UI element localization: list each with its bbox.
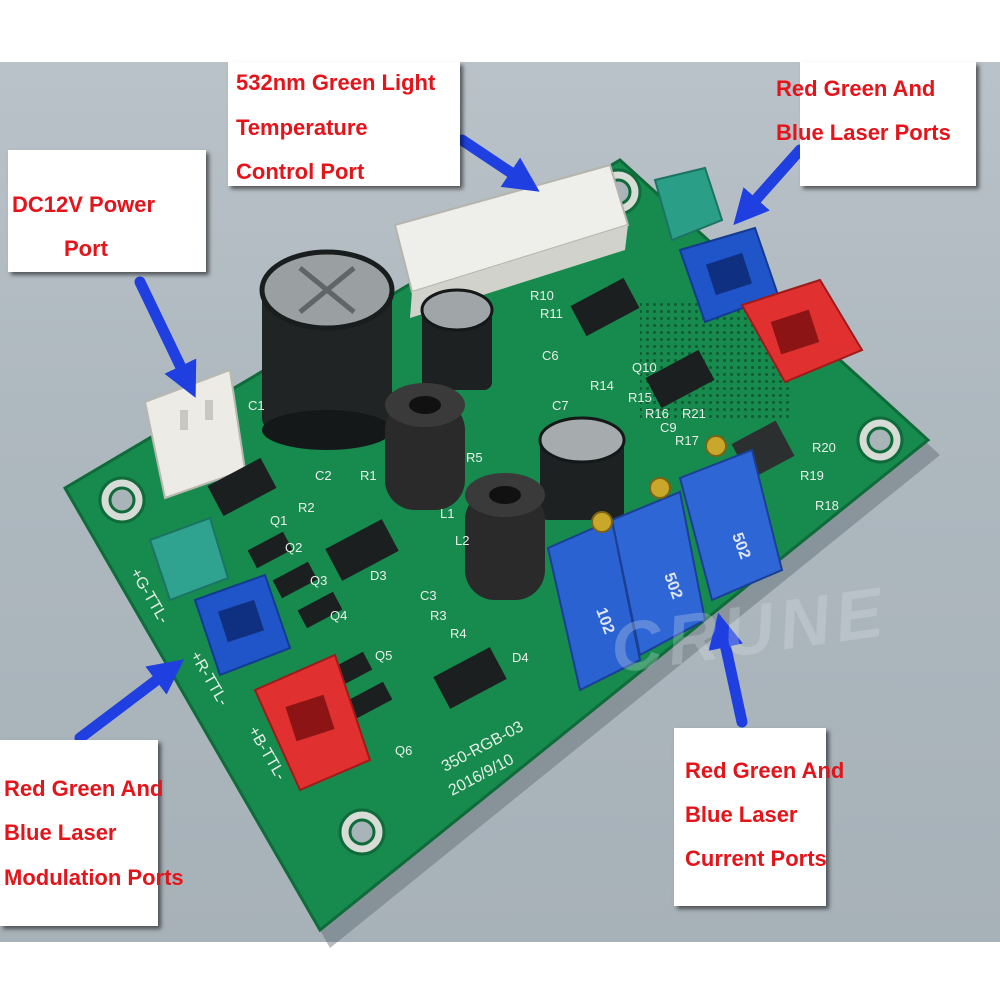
callout-current-line-3: Current Ports bbox=[685, 846, 827, 871]
arrows bbox=[74, 134, 806, 744]
refdes-r11: R11 bbox=[540, 306, 563, 321]
arrow-modulation-ports bbox=[74, 659, 185, 744]
refdes-q3: Q3 bbox=[310, 573, 327, 588]
arrow-power-port bbox=[134, 276, 197, 398]
inductor-l2 bbox=[465, 473, 545, 600]
refdes-labels: C1 Q1 Q2 Q3 Q4 Q5 Q6 C2 C3 R1 R2 R3 R4 R… bbox=[248, 288, 839, 758]
callout-modulation-ports: Red Green And Blue Laser Modulation Port… bbox=[0, 740, 184, 926]
refdes-c9: C9 bbox=[660, 420, 677, 435]
refdes-r16: R16 bbox=[645, 406, 669, 421]
refdes-r18: R18 bbox=[815, 498, 839, 513]
refdes-c1: C1 bbox=[248, 398, 265, 413]
red-connectors bbox=[253, 278, 864, 792]
callout-modulation-line-2: Blue Laser bbox=[4, 820, 117, 845]
refdes-q6: Q6 bbox=[395, 743, 412, 758]
refdes-q2: Q2 bbox=[285, 540, 302, 555]
refdes-c2: C2 bbox=[315, 468, 332, 483]
callout-temp-line-3: Control Port bbox=[236, 159, 365, 184]
refdes-r19: R19 bbox=[800, 468, 824, 483]
refdes-q5: Q5 bbox=[375, 648, 392, 663]
inductor-l1 bbox=[385, 383, 465, 510]
small-capacitor-1 bbox=[420, 288, 494, 390]
refdes-r5: R5 bbox=[466, 450, 483, 465]
refdes-r4: R4 bbox=[450, 626, 467, 641]
refdes-c6: C6 bbox=[542, 348, 559, 363]
refdes-l2: L2 bbox=[455, 533, 469, 548]
refdes-c3: C3 bbox=[420, 588, 437, 603]
callout-temp-port: 532nm Green Light Temperature Control Po… bbox=[228, 62, 460, 186]
green-connectors bbox=[148, 166, 724, 602]
trimmer-potentiometers bbox=[546, 435, 784, 692]
blue-connectors bbox=[193, 226, 780, 677]
refdes-r3: R3 bbox=[430, 608, 447, 623]
refdes-q4: Q4 bbox=[330, 608, 347, 623]
refdes-d3: D3 bbox=[370, 568, 387, 583]
callout-power-line-2: Port bbox=[64, 236, 108, 261]
small-capacitor-2 bbox=[538, 416, 626, 520]
callout-temp-line-2: Temperature bbox=[236, 115, 368, 140]
large-capacitor bbox=[259, 249, 395, 450]
callout-laser-ports: Red Green And Blue Laser Ports bbox=[776, 62, 976, 186]
refdes-l1: L1 bbox=[440, 506, 454, 521]
callout-power-line-1: DC12V Power bbox=[12, 192, 156, 217]
refdes-r2: R2 bbox=[298, 500, 315, 515]
callout-laser-line-2: Blue Laser Ports bbox=[776, 120, 951, 145]
refdes-q10: Q10 bbox=[632, 360, 657, 375]
callout-power-port: DC12V Power Port bbox=[8, 150, 206, 272]
refdes-c7: C7 bbox=[552, 398, 569, 413]
refdes-r14: R14 bbox=[590, 378, 614, 393]
callout-modulation-line-3: Modulation Ports bbox=[4, 865, 184, 890]
refdes-r10: R10 bbox=[530, 288, 554, 303]
refdes-r1: R1 bbox=[360, 468, 377, 483]
arrow-laser-ports bbox=[733, 144, 806, 226]
callout-current-ports: Red Green And Blue Laser Current Ports bbox=[674, 728, 844, 906]
arrow-temp-port bbox=[456, 134, 540, 192]
callout-current-line-1: Red Green And bbox=[685, 758, 845, 783]
refdes-r20: R20 bbox=[812, 440, 836, 455]
refdes-r17: R17 bbox=[675, 433, 699, 448]
callout-modulation-line-1: Red Green And bbox=[4, 776, 164, 801]
refdes-r15: R15 bbox=[628, 390, 652, 405]
arrow-current-ports bbox=[708, 612, 748, 728]
callout-laser-line-1: Red Green And bbox=[776, 76, 936, 101]
refdes-r21: R21 bbox=[682, 406, 706, 421]
refdes-d4: D4 bbox=[512, 650, 529, 665]
callout-temp-line-1: 532nm Green Light bbox=[236, 70, 436, 95]
refdes-q1: Q1 bbox=[270, 513, 287, 528]
power-connector bbox=[143, 368, 247, 500]
callout-current-line-2: Blue Laser bbox=[685, 802, 798, 827]
